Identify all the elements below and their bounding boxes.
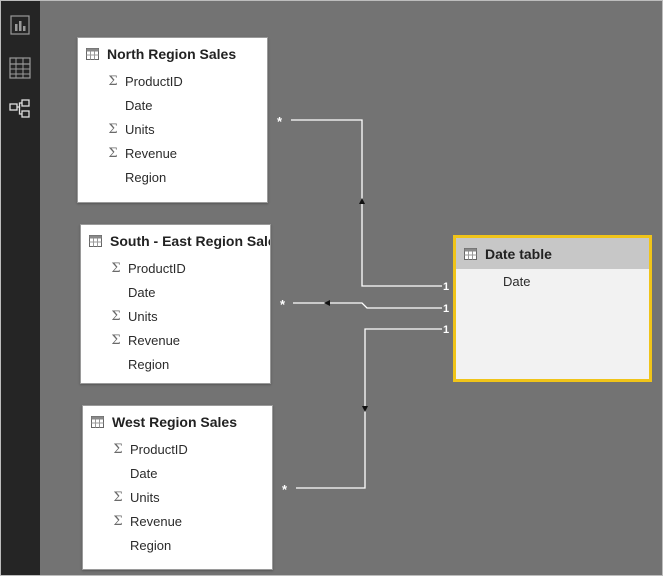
field-label: Date xyxy=(130,465,158,481)
field-date[interactable]: Date xyxy=(81,280,270,304)
sum-icon: Σ xyxy=(111,308,121,324)
sum-icon: Σ xyxy=(111,260,121,276)
field-label: Date xyxy=(503,273,531,289)
field-region[interactable]: Region xyxy=(81,352,270,376)
table-title: West Region Sales xyxy=(112,413,238,430)
table-card-date-table[interactable]: Date table Date xyxy=(453,235,652,382)
arrow-up-icon xyxy=(359,198,365,204)
relationship-line-west[interactable] xyxy=(296,328,442,489)
field-label: ProductID xyxy=(130,441,188,457)
table-title: Date table xyxy=(485,245,552,262)
table-card-header[interactable]: North Region Sales xyxy=(78,38,267,69)
arrow-left-icon xyxy=(324,300,330,306)
field-date[interactable]: Date xyxy=(456,269,649,293)
sum-icon: Σ xyxy=(113,489,123,505)
field-label: Units xyxy=(130,489,160,505)
field-date[interactable]: Date xyxy=(83,461,272,485)
field-label: ProductID xyxy=(128,260,186,276)
field-region[interactable]: Region xyxy=(78,165,267,189)
relationship-diagram-icon xyxy=(9,99,30,118)
many-cardinality-west: * xyxy=(282,482,288,497)
table-icon xyxy=(89,234,102,247)
sum-icon: Σ xyxy=(108,145,118,161)
table-icon xyxy=(86,47,99,60)
field-label: Region xyxy=(125,169,167,185)
table-card-header[interactable]: Date table xyxy=(456,238,649,269)
field-label: Revenue xyxy=(130,513,183,529)
field-label: Units xyxy=(125,121,155,137)
field-units[interactable]: Σ Units xyxy=(83,485,272,509)
sum-icon: Σ xyxy=(113,441,123,457)
relationship-line-north[interactable] xyxy=(291,119,442,287)
relationships-view-button[interactable] xyxy=(8,97,32,121)
report-view-button[interactable] xyxy=(8,13,32,37)
field-revenue[interactable]: Σ Revenue xyxy=(81,328,270,352)
sum-icon: Σ xyxy=(111,332,121,348)
field-label: Region xyxy=(128,356,170,372)
one-cardinality-southeast: 1 xyxy=(443,303,449,315)
field-productid[interactable]: Σ ProductID xyxy=(81,256,270,280)
field-label: ProductID xyxy=(125,73,183,89)
data-view-button[interactable] xyxy=(8,56,32,80)
sum-icon: Σ xyxy=(108,73,118,89)
field-units[interactable]: Σ Units xyxy=(78,117,267,141)
arrow-down-icon xyxy=(362,406,368,412)
field-label: Revenue xyxy=(125,145,178,161)
field-revenue[interactable]: Σ Revenue xyxy=(78,141,267,165)
table-card-west-region-sales[interactable]: West Region Sales Σ ProductID Date Σ Uni… xyxy=(82,405,273,570)
table-icon xyxy=(464,247,477,260)
sum-icon: Σ xyxy=(113,513,123,529)
field-productid[interactable]: Σ ProductID xyxy=(78,69,267,93)
one-cardinality-west: 1 xyxy=(443,324,449,336)
many-cardinality-southeast: * xyxy=(280,297,286,312)
sum-icon: Σ xyxy=(108,121,118,137)
many-cardinality-north: * xyxy=(277,114,283,129)
table-title: North Region Sales xyxy=(107,45,237,62)
table-card-southeast-region-sales[interactable]: South - East Region Sales Σ ProductID Da… xyxy=(80,224,271,384)
one-cardinality-north: 1 xyxy=(443,281,449,293)
table-card-header[interactable]: West Region Sales xyxy=(83,406,272,437)
field-revenue[interactable]: Σ Revenue xyxy=(83,509,272,533)
field-date[interactable]: Date xyxy=(78,93,267,117)
relationship-line-southeast[interactable] xyxy=(293,302,442,309)
table-icon xyxy=(91,415,104,428)
table-grid-icon xyxy=(9,57,31,79)
field-label: Date xyxy=(125,97,153,113)
view-switcher-rail xyxy=(1,1,40,575)
field-productid[interactable]: Σ ProductID xyxy=(83,437,272,461)
table-card-north-region-sales[interactable]: North Region Sales Σ ProductID Date Σ Un… xyxy=(77,37,268,203)
field-label: Units xyxy=(128,308,158,324)
field-label: Date xyxy=(128,284,156,300)
field-region[interactable]: Region xyxy=(83,533,272,557)
field-label: Revenue xyxy=(128,332,181,348)
table-card-header[interactable]: South - East Region Sales xyxy=(81,225,270,256)
table-title: South - East Region Sales xyxy=(110,232,271,249)
field-units[interactable]: Σ Units xyxy=(81,304,270,328)
bar-chart-icon xyxy=(10,15,30,35)
field-label: Region xyxy=(130,537,172,553)
